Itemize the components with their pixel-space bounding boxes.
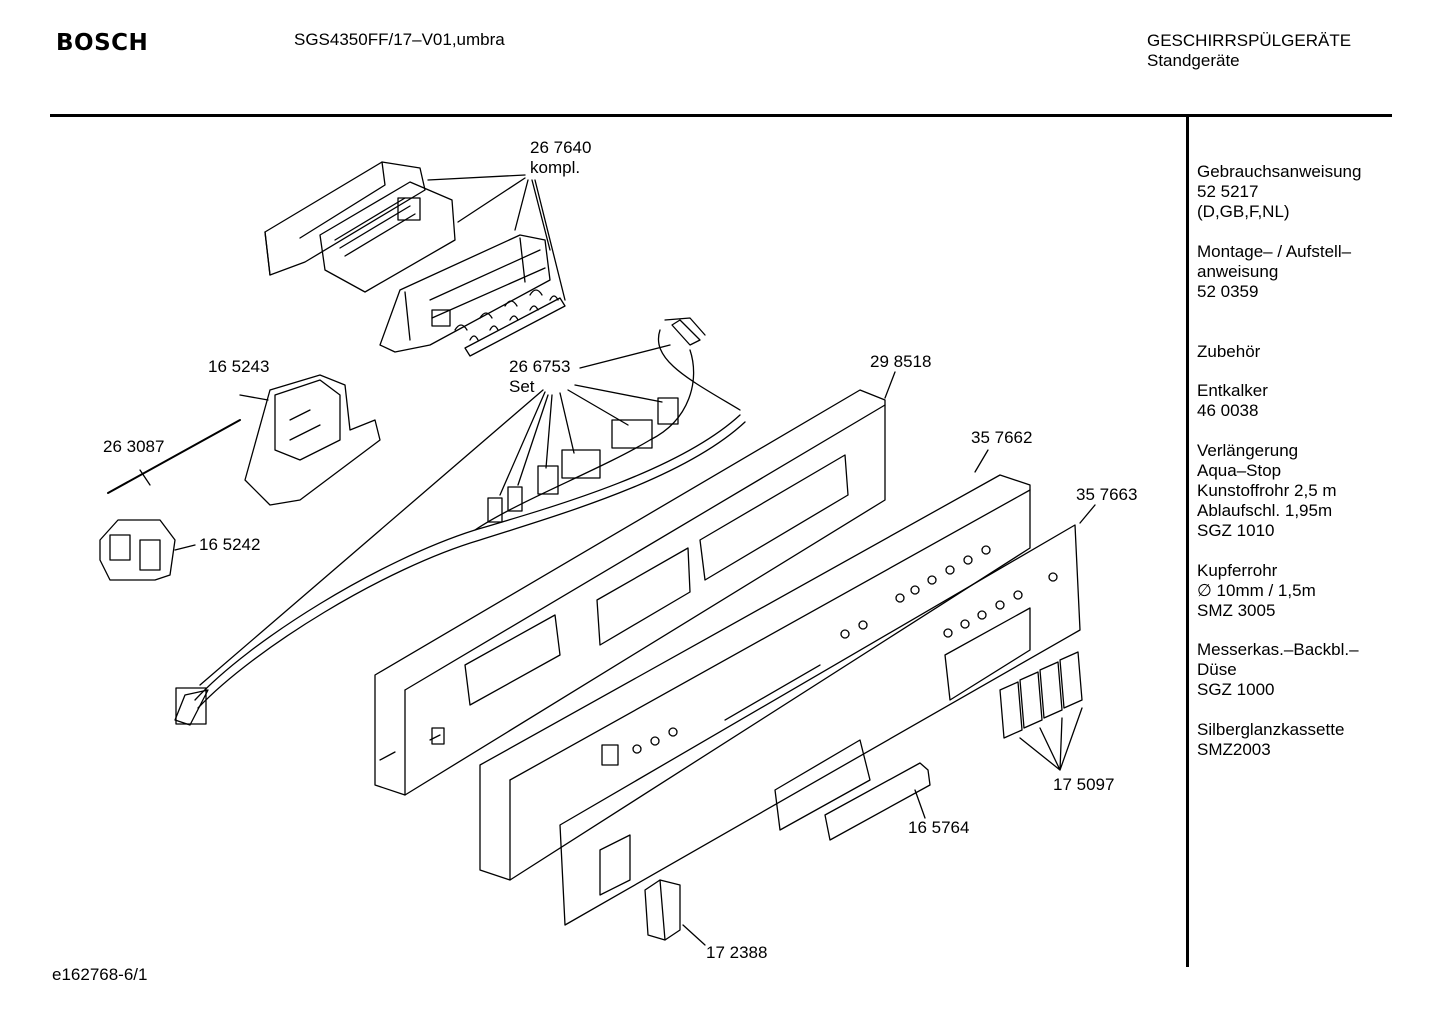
part-label-263087: 26 3087 [103, 437, 165, 456]
knob-cap [644, 879, 681, 941]
manual-number: 52 5217 [1197, 182, 1259, 201]
part-note-set: Set [509, 377, 535, 396]
accessories-title: Zubehör [1197, 342, 1261, 361]
inner-panel-frame [374, 389, 886, 796]
leader-357662 [974, 449, 989, 473]
leader-267640 [427, 174, 566, 301]
leader-165243 [239, 394, 269, 401]
leader-165242 [174, 544, 196, 551]
part-number-267640: 26 7640 [530, 138, 592, 157]
part-label-172388: 17 2388 [706, 943, 768, 962]
header-divider [50, 114, 1392, 117]
descaler-block: Entkalker 46 0038 [1197, 381, 1268, 421]
part-label-165764: 16 5764 [908, 818, 970, 837]
nozzle-title-1: Messerkas.–Backbl.– [1197, 640, 1359, 659]
model-number: SGS4350FF/17–V01,umbra [294, 30, 505, 49]
leader-172388 [682, 924, 706, 946]
part-label-266753: 26 6753 Set [509, 357, 570, 397]
extension-line-1: Aqua–Stop [1197, 461, 1282, 480]
exploded-parts-drawing [99, 161, 1096, 946]
category-title: GESCHIRRSPÜLGERÄTE [1147, 31, 1352, 50]
extension-line-3: Ablaufschl. 1,95m [1197, 501, 1333, 520]
extension-line-2: Kunstoffrohr 2,5 m [1197, 481, 1337, 500]
part-label-267640: 26 7640 kompl. [530, 138, 591, 178]
drawing-id: e162768-6/1 [52, 965, 148, 984]
extension-number: SGZ 1010 [1197, 521, 1275, 540]
leader-165764 [914, 789, 926, 819]
selector-strip [824, 762, 931, 841]
control-module-assembly [264, 161, 566, 357]
wire-harness-set [174, 317, 746, 726]
install-block: Montage– / Aufstell– anweisung 52 0359 [1197, 242, 1351, 302]
copper-line: ∅ 10mm / 1,5m [1197, 581, 1316, 600]
part-label-165243: 16 5243 [208, 357, 270, 376]
door-switch [99, 519, 176, 581]
part-label-165242: 16 5242 [199, 535, 261, 554]
extension-block: Verlängerung Aqua–Stop Kunstoffrohr 2,5 … [1197, 441, 1337, 541]
copper-block: Kupferrohr ∅ 10mm / 1,5m SMZ 3005 [1197, 561, 1316, 621]
part-label-298518: 29 8518 [870, 352, 932, 371]
sidebar-divider [1186, 117, 1189, 967]
rinse-block: Silberglanzkassette SMZ2003 [1197, 720, 1344, 760]
cover-panel [559, 524, 1081, 926]
nozzle-number: SGZ 1000 [1197, 680, 1275, 699]
descaler-number: 46 0038 [1197, 401, 1259, 420]
descaler-title: Entkalker [1197, 381, 1268, 400]
extension-title: Verlängerung [1197, 441, 1299, 460]
part-label-175097: 17 5097 [1053, 775, 1115, 794]
leader-263087 [139, 469, 151, 486]
nozzle-block: Messerkas.–Backbl.– Düse SGZ 1000 [1197, 640, 1359, 700]
copper-title: Kupferrohr [1197, 561, 1278, 580]
install-title-1: Montage– / Aufstell– [1197, 242, 1352, 261]
brand-logo: BOSCH [56, 30, 149, 56]
accessories-heading: Zubehör [1197, 342, 1260, 362]
push-buttons [999, 651, 1083, 739]
category-subtitle: Standgeräte [1147, 51, 1240, 70]
install-title-2: anweisung [1197, 262, 1279, 281]
part-label-357662: 35 7662 [971, 428, 1033, 447]
part-label-357663: 35 7663 [1076, 485, 1138, 504]
front-panel [479, 474, 1031, 881]
manual-languages: (D,GB,F,NL) [1197, 202, 1290, 221]
rinse-title: Silberglanzkassette [1197, 720, 1345, 739]
manual-title: Gebrauchsanweisung [1197, 162, 1362, 181]
part-note-kompl: kompl. [530, 158, 581, 177]
rinse-number: SMZ2003 [1197, 740, 1271, 759]
leader-175097 [1019, 707, 1083, 771]
latch-housing [244, 374, 381, 506]
leader-357663 [1079, 504, 1096, 524]
manual-block: Gebrauchsanweisung 52 5217 (D,GB,F,NL) [1197, 162, 1361, 222]
leader-298518 [884, 371, 896, 399]
nozzle-title-2: Düse [1197, 660, 1237, 679]
latch-rod [107, 419, 241, 494]
part-number-266753: 26 6753 [509, 357, 571, 376]
install-number: 52 0359 [1197, 282, 1259, 301]
leader-266753 [199, 344, 671, 686]
copper-number: SMZ 3005 [1197, 601, 1276, 620]
